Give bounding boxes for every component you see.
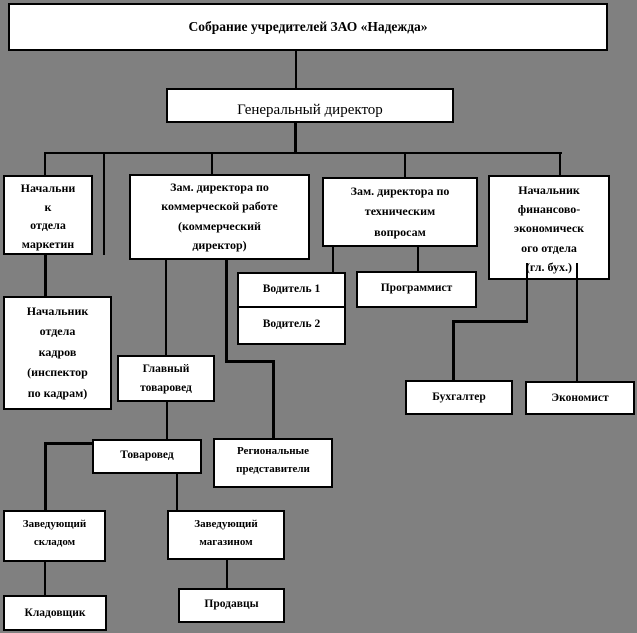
connector-bus-commercial: [211, 152, 213, 174]
node-hr-head: Начальник отдела кадров (инспектор по ка…: [3, 296, 112, 410]
connector-founders-gendir: [295, 51, 297, 88]
node-technical-deputy: Зам. директора по техническим вопросам: [322, 177, 478, 247]
connector-chiefmerch-merch: [166, 400, 168, 439]
connector-finance-accountant-v2: [452, 320, 455, 380]
node-warehouse-manager: Заведующий складом: [3, 510, 106, 562]
connector-merch-warehouse-h: [45, 442, 92, 445]
node-marketing-head: Начальни к отдела маркетин: [3, 175, 93, 255]
connector-commercial-regional-h: [225, 360, 275, 363]
node-commercial-deputy: Зам. директора по коммерческой работе (к…: [129, 174, 310, 260]
connector-commercial-regional-v2: [272, 360, 275, 438]
connector-bus-technical: [404, 152, 406, 177]
connector-bus-finance: [559, 152, 561, 175]
node-founders-meeting: Собрание учредителей ЗАО «Надежда»: [8, 3, 608, 51]
connector-finance-accountant-h: [452, 320, 528, 323]
node-programmer: Программист: [356, 271, 477, 308]
connector-merch-warehouse-v: [44, 442, 47, 510]
connector-finance-accountant-v1: [526, 263, 528, 322]
connector-commercial-chiefmerch: [165, 258, 167, 355]
connector-technical-driver1: [332, 246, 334, 272]
connector-gendir-bus: [294, 123, 297, 153]
node-salespeople: Продавцы: [178, 588, 285, 623]
connector-store-salespeople: [226, 558, 228, 588]
connector-bus-stub: [103, 152, 105, 255]
connector-warehouse-storekeeper: [44, 560, 46, 595]
node-store-manager: Заведующий магазином: [167, 510, 285, 560]
connector-merch-store: [176, 472, 178, 510]
node-driver-1: Водитель 1: [237, 272, 346, 308]
connector-commercial-regional-v1: [225, 258, 228, 363]
node-finance-head: Начальник финансово- экономическ ого отд…: [488, 175, 610, 280]
connector-bus-horizontal: [45, 152, 562, 154]
node-economist: Экономист: [525, 381, 635, 415]
node-storekeeper: Кладовщик: [3, 595, 107, 631]
node-driver-2: Водитель 2: [237, 306, 346, 345]
connector-technical-programmer: [417, 246, 419, 271]
node-chief-merchandiser: Главный товаровед: [117, 355, 215, 402]
connector-bus-marketing: [44, 152, 46, 175]
node-merchandiser: Товаровед: [92, 439, 202, 474]
node-accountant: Бухгалтер: [405, 380, 513, 415]
connector-marketing-hr: [44, 253, 47, 296]
node-general-director: Генеральный директор: [166, 88, 454, 123]
node-regional-reps: Региональные представители: [213, 438, 333, 488]
connector-finance-economist: [576, 263, 578, 381]
